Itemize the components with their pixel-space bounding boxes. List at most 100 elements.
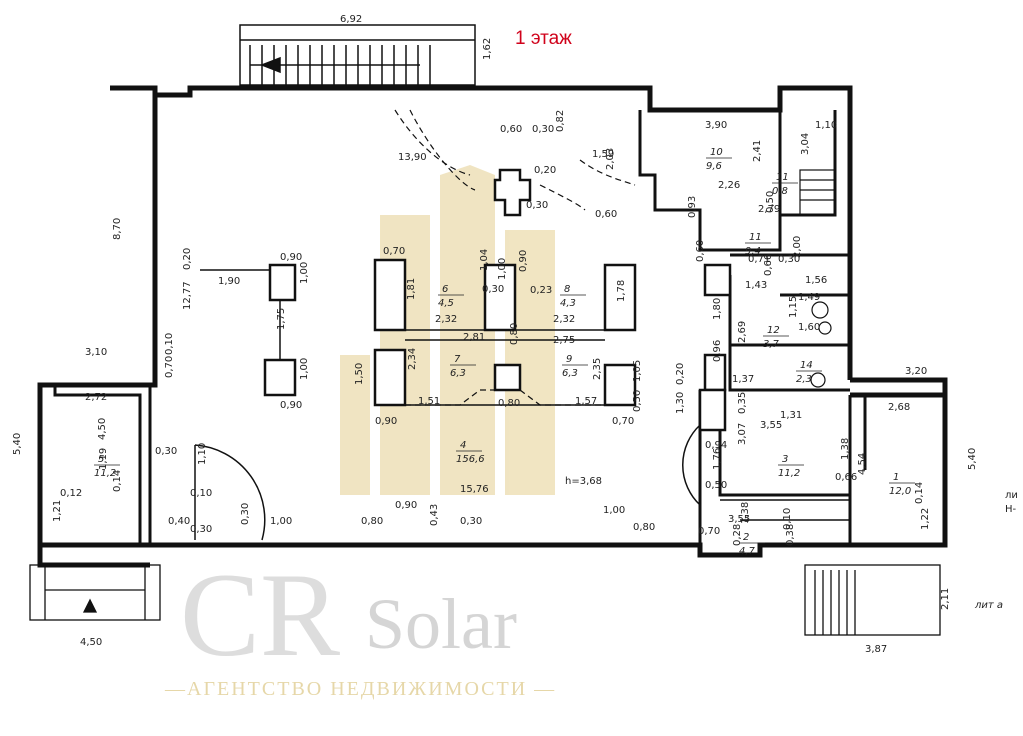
- dashed-partitions: [394, 109, 636, 406]
- dimension-label: 0,90: [518, 250, 529, 272]
- inner-stair: [799, 169, 836, 216]
- dimension-label: 0,50: [632, 390, 643, 412]
- room-area: 11,2: [778, 468, 800, 479]
- dimension-label: 0,80: [498, 398, 520, 409]
- dimension-label: 0,90: [395, 500, 417, 511]
- dimension-label: 2,11: [940, 588, 951, 610]
- room-label: 511,2: [94, 454, 120, 479]
- room-label: 123,7: [763, 325, 789, 350]
- room-area: 0,8: [772, 186, 788, 197]
- room-number: 1: [893, 472, 899, 483]
- dimension-label: 1,19: [98, 448, 109, 470]
- toilet-icons: [810, 301, 832, 388]
- dimension-label: 0,30: [190, 524, 212, 535]
- room-number: 12: [767, 325, 780, 336]
- dimension-label: 1,00: [270, 516, 292, 527]
- dimension-label: 1,59: [592, 149, 614, 160]
- dimension-label: 0,90: [280, 252, 302, 263]
- room-area: 6,3: [450, 368, 466, 379]
- dimension-label: 3,55: [760, 420, 782, 431]
- room-number: 3: [782, 454, 788, 465]
- dimension-label: 0,28: [732, 524, 743, 546]
- dimension-label: 0,80: [509, 323, 520, 345]
- dimension-label: 0,70: [612, 416, 634, 427]
- dimension-label: 0,90: [280, 400, 302, 411]
- dimension-label: 6,92: [340, 14, 362, 25]
- ceiling-height-label: h=3,68: [565, 476, 602, 487]
- dimension-label: 0,50: [705, 480, 727, 491]
- dimension-label: 5,40: [967, 448, 978, 470]
- dimension-label: 1,15: [788, 296, 799, 318]
- room-label: 24,7: [739, 532, 765, 557]
- dimension-label: 8,70: [112, 218, 123, 240]
- dimension-label: 0,30: [240, 503, 251, 525]
- watermark-monogram: CR: [180, 548, 340, 681]
- dimension-label: 2,79: [758, 204, 780, 215]
- dimension-label: 0,30: [526, 200, 548, 211]
- room-number: 7: [454, 354, 461, 365]
- room-number: 5: [98, 454, 104, 465]
- room-number: 4: [460, 440, 466, 451]
- room-area: 4,7: [739, 546, 756, 557]
- dimension-label: 1,21: [52, 500, 63, 522]
- room-number: 11: [776, 172, 789, 183]
- room-area: 4,3: [560, 298, 576, 309]
- dimension-label: 1,05: [632, 360, 643, 382]
- dimension-label: 2,03: [605, 148, 616, 170]
- dimension-label: 0,43: [429, 504, 440, 526]
- dimension-label: 0,80: [361, 516, 383, 527]
- room-label: 64,5: [438, 284, 464, 309]
- dimension-label: 2,32: [435, 314, 457, 325]
- dimension-label: 0,30: [778, 254, 800, 265]
- dimension-label: 0,71: [748, 254, 770, 265]
- dimension-label: 0,60: [695, 240, 706, 262]
- dimension-label: 13,90: [398, 152, 427, 163]
- dimension-label: 1,60: [798, 322, 820, 333]
- dimension-label: 0,80: [633, 522, 655, 533]
- room-area: 2,3: [796, 374, 812, 385]
- dimension-label: 2,26: [718, 180, 740, 191]
- dimension-label: 1,38: [740, 502, 751, 524]
- dimension-label: 1,62: [482, 38, 493, 60]
- dimension-label: 12,77: [182, 281, 193, 310]
- dimension-label: 0,38: [785, 524, 796, 546]
- room-label: 311,2: [778, 454, 804, 479]
- dimension-label: 0,30: [155, 446, 177, 457]
- dimension-label: 3,10: [85, 347, 107, 358]
- porch-left: [29, 564, 161, 621]
- room-area: 12,0: [889, 486, 911, 497]
- dimension-label: 0,70: [164, 356, 175, 378]
- dimension-label: 5,40: [12, 433, 23, 455]
- dimension-label: 0,30: [460, 516, 482, 527]
- dimension-label: 4,50: [80, 637, 102, 648]
- dimension-label: 0,14: [914, 482, 925, 504]
- dimension-labels: 6,921,6213,908,7012,773,102,724,505,405,…: [12, 14, 978, 655]
- dimension-label: 1,04: [479, 249, 490, 271]
- floor-title: 1 этаж: [515, 28, 572, 49]
- watermark: CR Solar —АГЕНТСТВО НЕДВИЖИМОСТИ —: [164, 165, 555, 700]
- dimension-label: 0,66: [763, 254, 774, 276]
- dimension-label: 1,00: [603, 505, 625, 516]
- dimension-label: 1,78: [616, 280, 627, 302]
- dimension-label: 0,20: [534, 165, 556, 176]
- dimension-label: 3,87: [865, 644, 887, 655]
- dimension-label: 1,22: [920, 508, 931, 530]
- dimension-label: 0,35: [737, 392, 748, 414]
- room-number: 2: [743, 532, 749, 543]
- dimension-label: 0,14: [112, 470, 123, 492]
- room-number: 6: [442, 284, 448, 295]
- room-area: 156,6: [456, 454, 485, 465]
- dimension-label: 2,81: [463, 332, 485, 343]
- dimension-label: 0,12: [60, 488, 82, 499]
- dimension-label: 3,20: [905, 366, 927, 377]
- dimension-label: 3,90: [705, 120, 727, 131]
- dimension-label: 0,20: [182, 248, 193, 270]
- dimension-label: 1,00: [299, 262, 310, 284]
- entrance-stair-top: [239, 24, 476, 86]
- dimension-label: 0,82: [555, 110, 566, 132]
- dimension-label: 2,68: [888, 402, 910, 413]
- dimension-label: 15,76: [460, 484, 489, 495]
- dimension-label: 0,30: [482, 284, 504, 295]
- dimension-label: 1,00: [497, 258, 508, 280]
- dimension-label: 1,10: [197, 443, 208, 465]
